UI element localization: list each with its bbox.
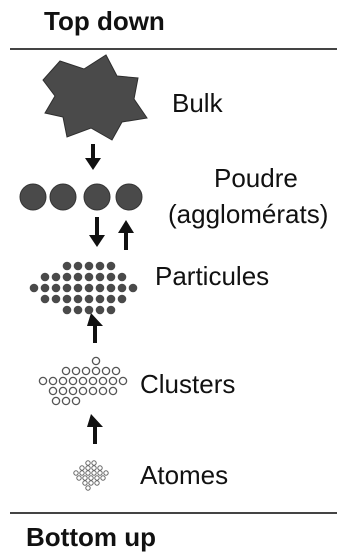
- arrow-powder-up: [118, 220, 134, 250]
- powder-label: Poudre: [214, 163, 298, 193]
- powder-spheres: [19, 183, 143, 211]
- top-divider: [10, 48, 337, 50]
- atoms-label: Atomes: [140, 460, 229, 490]
- particles-label: Particules: [155, 261, 270, 291]
- top-down-title: Top down: [44, 6, 165, 36]
- arrow-bulk-to-powder: [85, 144, 101, 170]
- arrow-clusters-up: [87, 414, 103, 444]
- clusters-circles: [38, 356, 128, 406]
- arrow-powder-down: [89, 217, 105, 247]
- bulk-shape: [42, 54, 148, 141]
- arrows: [85, 144, 134, 444]
- atoms-dots: [73, 460, 109, 491]
- clusters-label: Clusters: [140, 369, 236, 399]
- bulk-label: Bulk: [172, 88, 223, 118]
- powder-sublabel: (agglomérats): [168, 199, 329, 229]
- arrow-particles-up: [87, 313, 103, 343]
- particles-dots: [29, 261, 138, 315]
- bottom-divider: [10, 512, 337, 514]
- bottom-up-title: Bottom up: [26, 522, 156, 552]
